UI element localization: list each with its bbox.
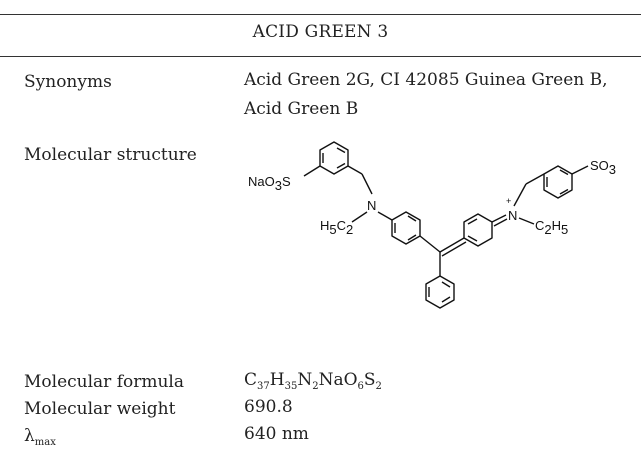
formula-subscript: 2 — [312, 381, 319, 392]
formula-subscript: 35 — [284, 381, 298, 392]
left-ethyl-label: H5C2 — [320, 218, 353, 237]
right-ethyl-label: C2H5 — [535, 218, 568, 237]
structure-label: Molecular structure — [24, 145, 197, 165]
lambda-subscript: max — [34, 437, 56, 448]
synonyms-line-2: Acid Green B — [244, 99, 359, 119]
table-title: ACID GREEN 3 — [252, 22, 389, 42]
left-nitrogen-label: N — [367, 198, 376, 213]
lambda-symbol: λ — [24, 426, 35, 446]
left-sulfonated-ring — [319, 141, 349, 175]
lambda-max-label: λmax — [24, 426, 56, 448]
formula-part: C — [244, 370, 258, 390]
right-nitrogen-label: N — [508, 208, 517, 223]
synonyms-label: Synonyms — [24, 72, 112, 92]
left-s-bond — [303, 165, 321, 177]
weight-label: Molecular weight — [24, 399, 176, 419]
formula-part: H — [269, 370, 285, 390]
top-rule — [0, 14, 641, 15]
formula-subscript: 2 — [375, 381, 382, 392]
formula-part: S — [363, 370, 376, 390]
quinoid-ring — [463, 213, 493, 247]
lambda-max-value: 640 nm — [244, 424, 309, 444]
synonyms-value: Acid Green 2G, CI 42085 Guinea Green B, … — [244, 66, 608, 124]
right-sulfonate-label: SO3 — [590, 158, 616, 177]
formula-subscript: 6 — [357, 381, 364, 392]
left-aniline-ring — [391, 211, 421, 245]
formula-part: NaO — [318, 370, 358, 390]
molecular-structure-diagram: NaO3S N H5C2 + N C2H5 SO3 — [248, 141, 616, 309]
positive-charge-label: + — [506, 196, 511, 206]
weight-value: 690.8 — [244, 397, 293, 417]
formula-label: Molecular formula — [24, 372, 185, 392]
synonyms-line-1: Acid Green 2G, CI 42085 Guinea Green B, — [244, 70, 608, 90]
formula-part: N — [297, 370, 313, 390]
formula-subscript: 37 — [257, 381, 270, 392]
header-rule — [0, 56, 641, 57]
sodium-sulfonate-label: NaO3S — [248, 174, 291, 193]
right-sulfonated-ring — [543, 165, 573, 199]
formula-value: C37H35N2NaO6S2 — [244, 366, 382, 395]
bottom-phenyl-ring — [425, 275, 455, 309]
